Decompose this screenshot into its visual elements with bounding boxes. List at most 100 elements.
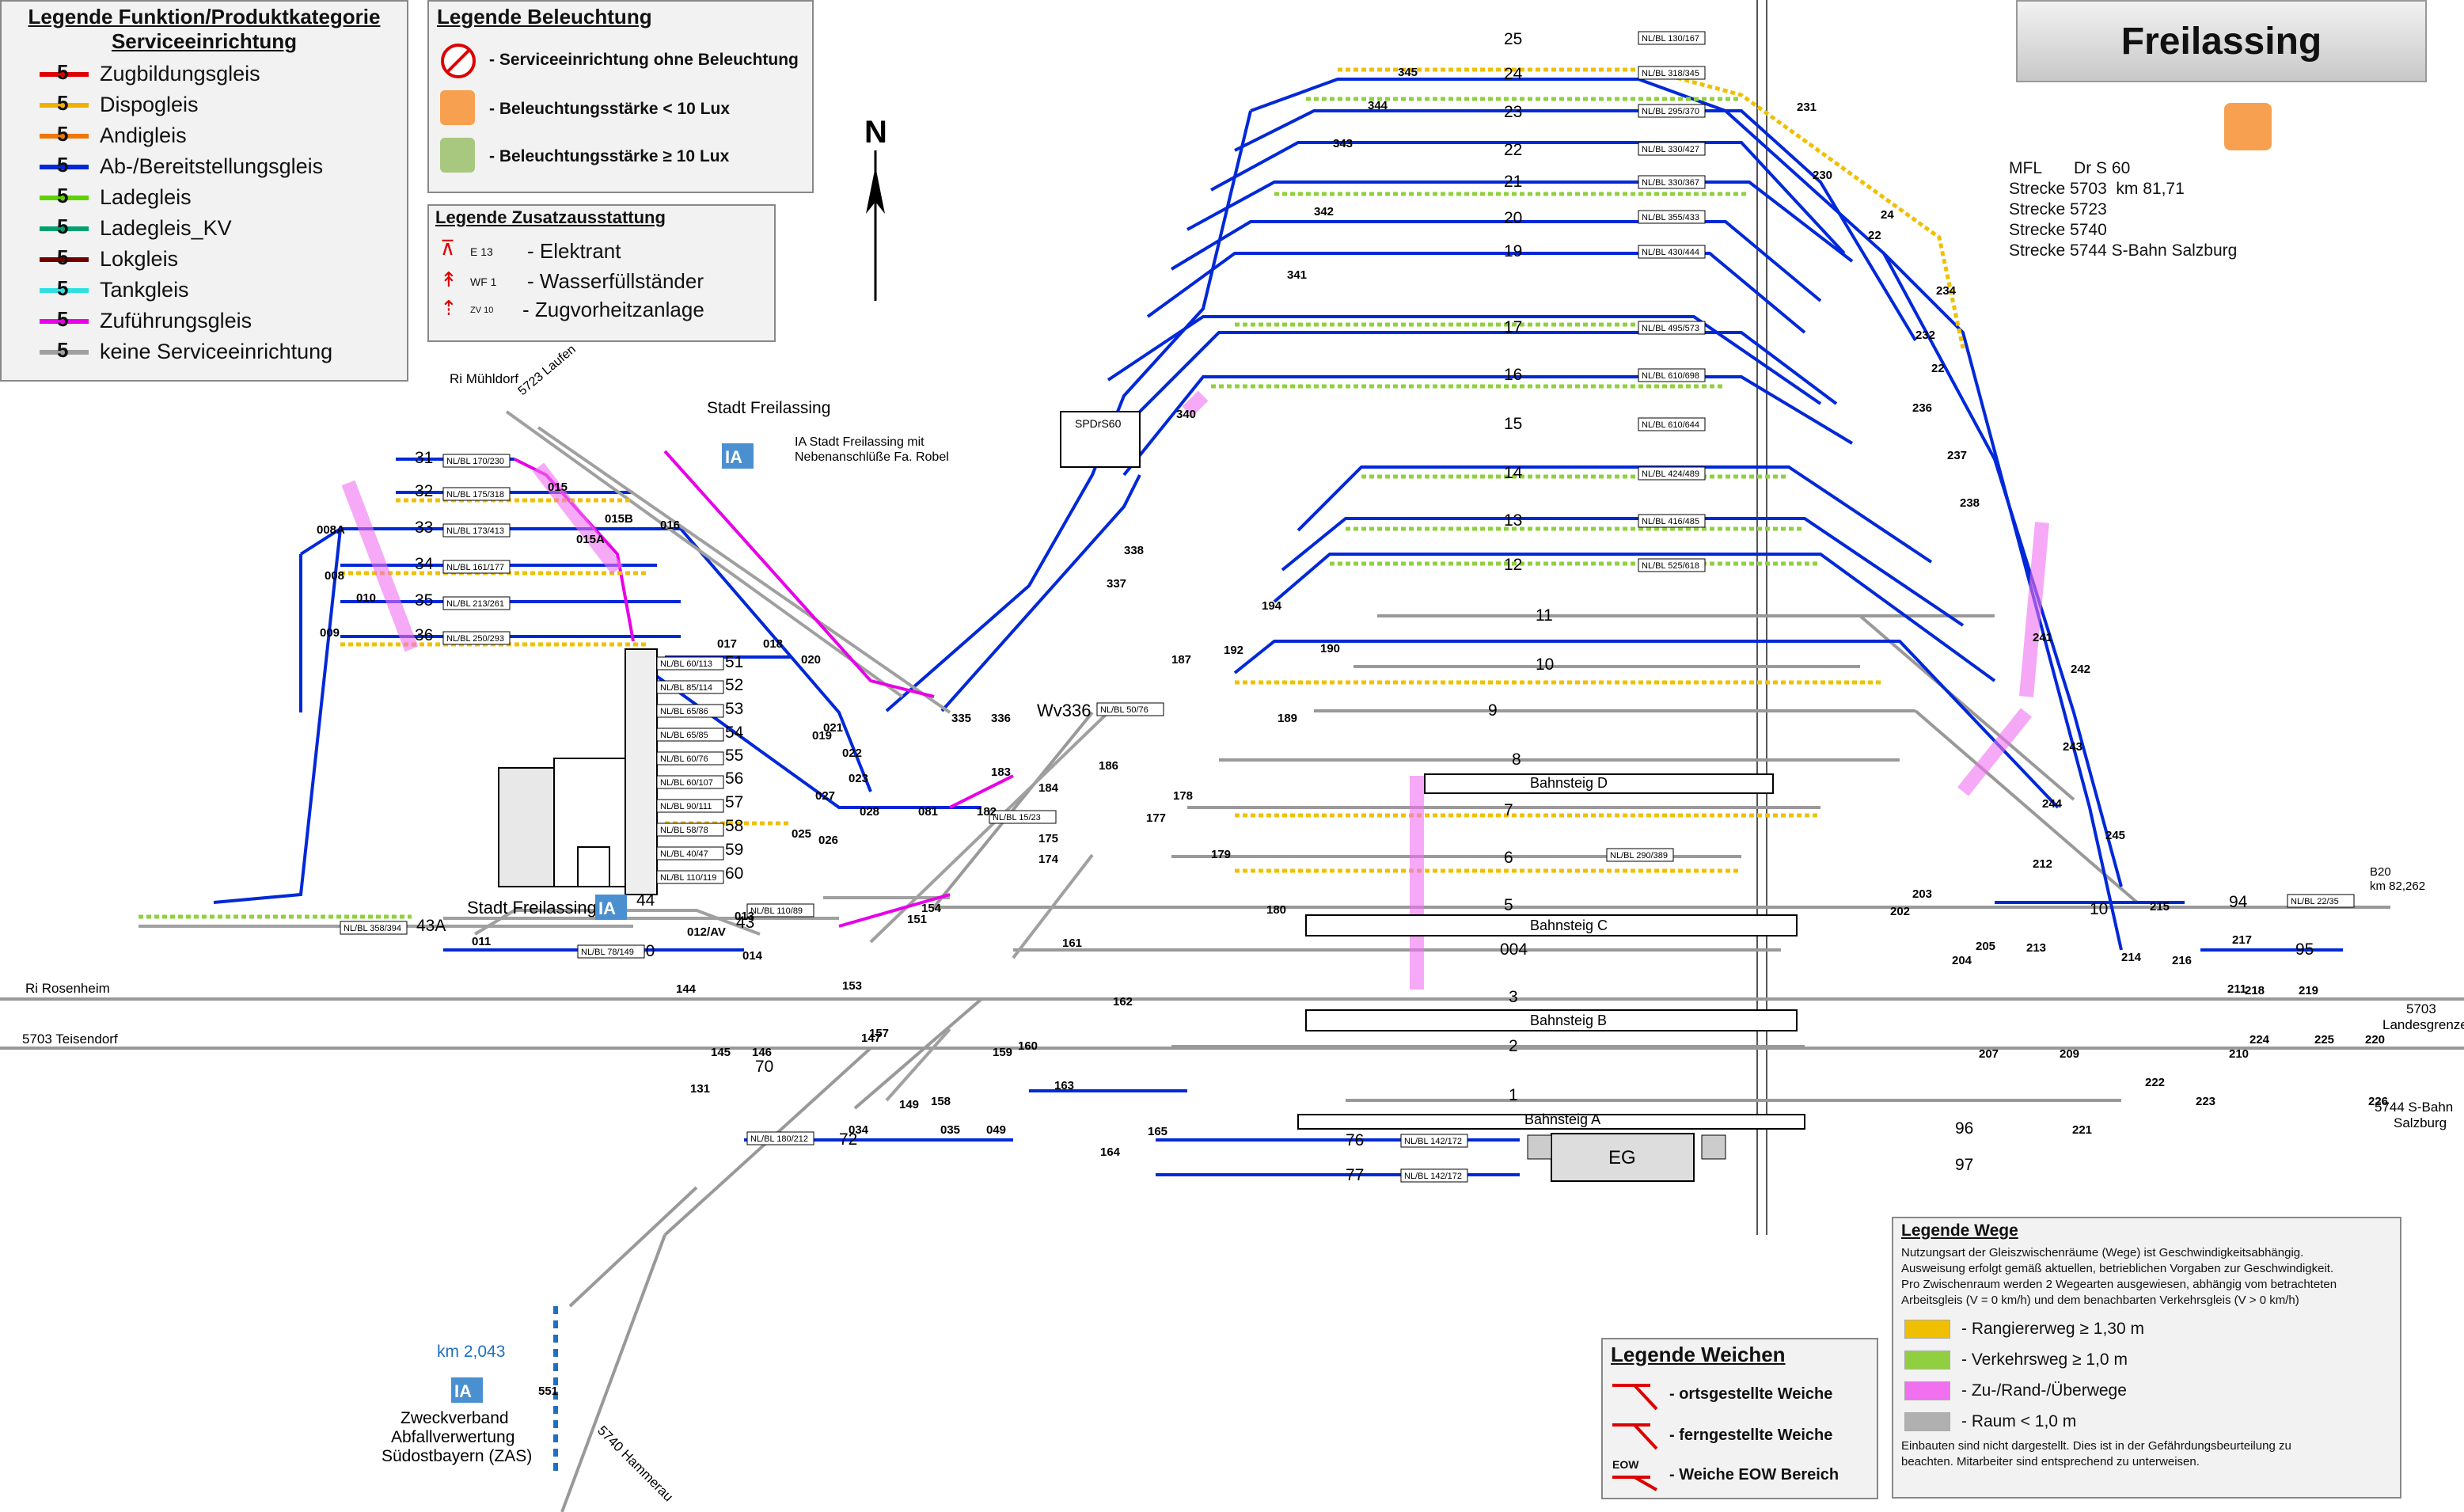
lux-info-icon (2224, 103, 2272, 150)
track-number: 9 (1488, 701, 1498, 720)
track-number: 56 (725, 769, 743, 788)
track-number: 97 (1955, 1156, 1973, 1174)
switch-number: 149 (899, 1098, 919, 1111)
legend-color-line: 5 (40, 122, 89, 146)
track-number: 19 (1504, 242, 1522, 260)
laufen-label: 5723 Laufen (516, 343, 579, 398)
track-capacity-label: NL/BL 295/370 (1638, 104, 1706, 118)
legend-ways-label: - Verkehrsweg ≥ 1,0 m (1961, 1350, 2128, 1369)
switch-number: 231 (1797, 101, 1817, 114)
switch-number: 026 (818, 834, 838, 847)
legend-ways-label: - Zu-/Rand-/Überwege (1961, 1381, 2127, 1400)
legend-ways-swatch (1904, 1319, 1950, 1339)
lux-high-icon (440, 138, 475, 173)
track-capacity-label: NL/BL 430/444 (1638, 245, 1706, 259)
track-capacity-text: NL/BL 424/489 (1642, 469, 1699, 479)
track-capacity-text: NL/BL 213/261 (446, 599, 504, 609)
legend-extra-code-1: E 13 (470, 245, 493, 258)
switch-number: 344 (1368, 99, 1388, 112)
track-number: 15 (1504, 415, 1522, 433)
legend-sample-number: 5 (57, 337, 69, 362)
switch-number: 216 (2172, 954, 2192, 967)
ri-muehldorf-label: Ri Mühldorf (450, 371, 518, 386)
legend-ways-intro-line: Nutzungsart der Gleiszwischenräume (Wege… (1901, 1246, 2304, 1259)
switch-number: 165 (1148, 1125, 1167, 1138)
switch-number: 019 (812, 729, 832, 743)
legend-ways-intro-line: Arbeitsgleis (V = 0 km/h) und dem benach… (1901, 1294, 2299, 1307)
legend-function-label: Zuführungsgleis (100, 309, 252, 332)
info-line: Strecke 5740 (2009, 221, 2107, 239)
switch-number: 025 (792, 827, 811, 841)
switch-number: 221 (2072, 1123, 2092, 1137)
switch-number: 157 (869, 1027, 889, 1040)
km-2043-label: km 2,043 (437, 1343, 505, 1361)
track-capacity-text: NL/BL 58/78 (660, 826, 708, 835)
legend-sample-number: 5 (57, 183, 69, 207)
switch-number: 011 (472, 935, 491, 948)
legend-function-label: keine Serviceeinrichtung (100, 340, 333, 363)
switch-number: 341 (1287, 268, 1307, 282)
track-number: 004 (1500, 940, 1528, 959)
track-capacity-text: NL/BL 358/394 (344, 924, 401, 933)
switch-number: 180 (1266, 903, 1286, 917)
legend-extra-title: Legende Zusatzausstattung (435, 207, 666, 227)
legend-color-line: 5 (40, 91, 89, 115)
switch-number: 015A (576, 533, 605, 546)
track-capacity-text: NL/BL 110/89 (750, 906, 803, 916)
track-capacity-text: NL/BL 22/35 (2291, 897, 2339, 906)
switch-number: 340 (1176, 408, 1196, 421)
legend-function-label: Zugbildungsgleis (100, 62, 260, 85)
switch-number: 186 (1099, 759, 1118, 773)
wv336-label: Wv336 (1037, 701, 1091, 720)
switch-number: 049 (986, 1123, 1006, 1137)
legend-light-item-2: - Beleuchtungsstärke < 10 Lux (489, 100, 731, 118)
info-line: Strecke 5723 (2009, 200, 2107, 218)
switch-number: 161 (1062, 936, 1082, 950)
spdr-box (1060, 411, 1141, 468)
track-number: 95 (2295, 940, 2314, 959)
legend-ways-intro-line: Ausweisung erfolgt gemäß aktuellen, betr… (1901, 1262, 2334, 1275)
switch-number: 212 (2033, 857, 2052, 871)
switch-number: 016 (660, 519, 680, 532)
legend-function-label: Dispogleis (100, 93, 199, 116)
switch-number: 244 (2042, 797, 2063, 811)
switch-number: 234 (1936, 284, 1957, 298)
b20-km-label: km 82,262 (2370, 879, 2425, 893)
track-capacity-text: NL/BL 295/370 (1642, 107, 1699, 116)
legend-function-title: Legende Funktion/Produktkategorie Servic… (2, 2, 407, 54)
upper-fan-tracks (885, 78, 2123, 951)
legend-function-title-line2: Serviceeinrichtung (111, 29, 298, 53)
remote-switch-icon (1612, 1423, 1658, 1450)
legend-function-label: Ab-/Bereitstellungsgleis (100, 154, 324, 178)
switch-number: 202 (1890, 905, 1910, 918)
legend-extra-code-2: WF 1 (470, 275, 497, 288)
switch-number: 158 (931, 1095, 951, 1108)
switch-number: 177 (1146, 811, 1166, 825)
track-number: 72 (839, 1130, 857, 1149)
switch-number: 164 (1100, 1145, 1121, 1159)
track-capacity-text: NL/BL 430/444 (1642, 248, 1699, 257)
station-title-text: Freilassing (2120, 20, 2322, 63)
track-number: 1 (1509, 1086, 1518, 1104)
platform-b (1305, 1009, 1798, 1031)
legend-color-line: 5 (40, 276, 89, 300)
switch-number: 222 (2145, 1076, 2165, 1089)
legend-light-item-3: - Beleuchtungsstärke ≥ 10 Lux (489, 147, 730, 165)
switch-number: 338 (1124, 544, 1144, 557)
switch-number: 24 (1881, 208, 1894, 222)
switch-number: 184 (1038, 781, 1059, 795)
track-capacity-label: NL/BL 170/230 (442, 454, 511, 468)
info-line: MFL Dr S 60 (2009, 159, 2131, 177)
bahnsteig-b-label: Bahnsteig B (1530, 1012, 1607, 1028)
track-capacity-label: NL/BL 40/47 (656, 846, 724, 860)
switch-number: 163 (1054, 1079, 1074, 1092)
track-capacity-text: NL/BL 60/107 (660, 778, 713, 788)
legend-ways-swatch (1904, 1411, 1950, 1431)
track-capacity-label: NL/BL 173/413 (442, 523, 511, 538)
track-number: 43 (736, 914, 754, 932)
platform-d (1424, 773, 1774, 794)
switch-number: 179 (1211, 848, 1231, 861)
